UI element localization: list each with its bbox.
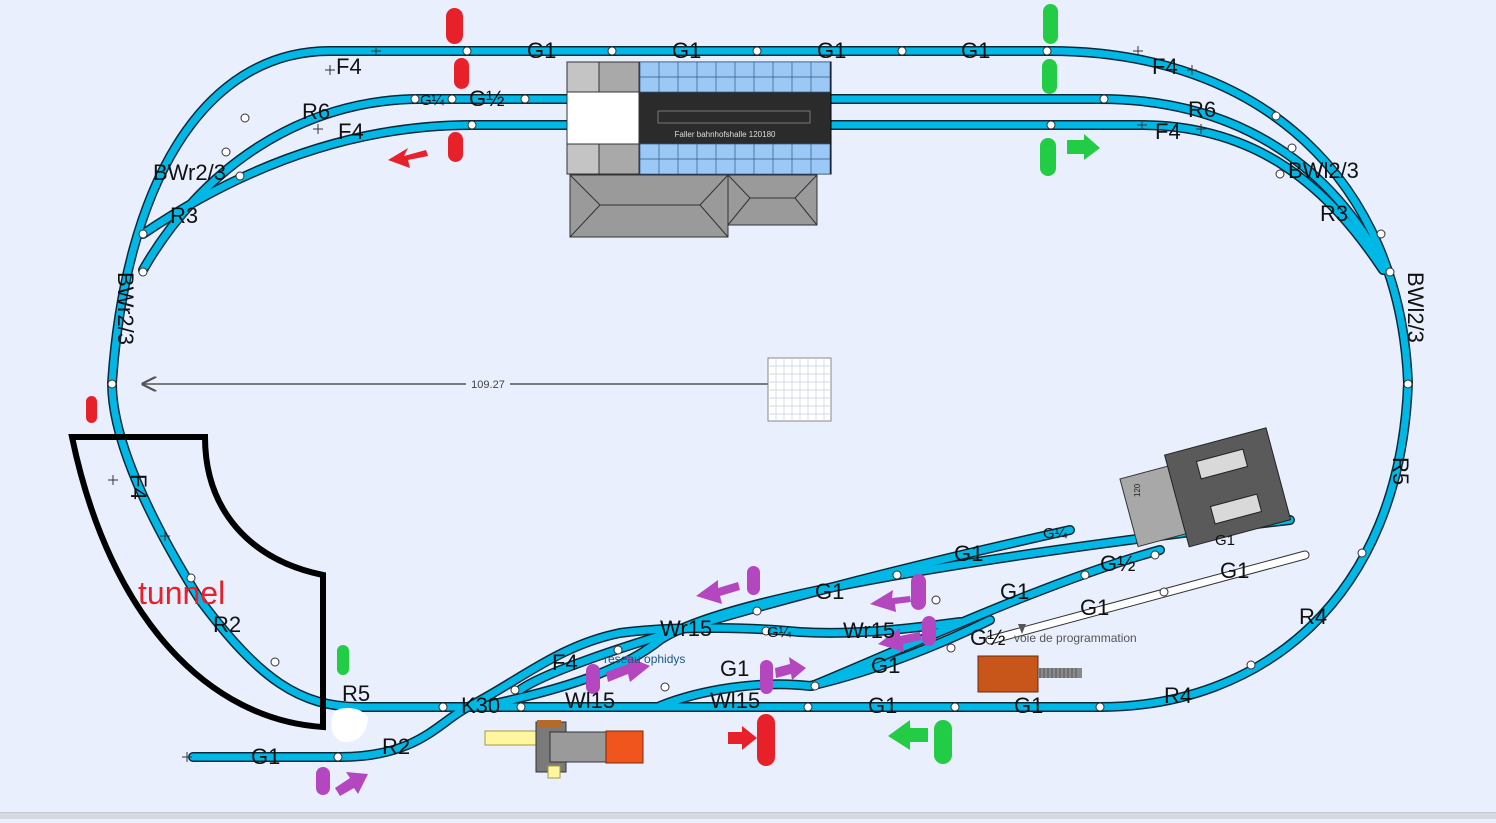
tunnel-outline: [68, 434, 326, 731]
signal-red: [86, 396, 97, 423]
track-label: G¼: [420, 92, 445, 109]
signal-green: [1042, 59, 1057, 94]
track-label: G1: [1220, 558, 1249, 583]
track-label: R3: [170, 203, 198, 228]
cross-markers: [108, 46, 1206, 762]
track-label: R3: [1320, 201, 1348, 226]
arrow-right-icon: [606, 656, 650, 682]
station-name: Faller bahnhofshalle 120180: [675, 130, 777, 139]
arrow-left-icon: [878, 628, 921, 652]
arrow-left-icon: [888, 720, 928, 750]
signal-purple: [760, 660, 773, 694]
track-label: Wr15: [660, 616, 712, 641]
signal-red: [454, 58, 469, 89]
signal-green: [934, 720, 952, 764]
track-label: G½: [1100, 551, 1135, 576]
status-bar: [0, 812, 1496, 819]
track-label: F4: [126, 474, 151, 500]
track-label: G½: [469, 86, 504, 111]
signal-purple: [922, 616, 936, 646]
network-label: réseau ophidys: [604, 652, 685, 666]
track-label: R4: [1164, 683, 1192, 708]
track-labels: G1 G1 G1 G1 F4 F4 R6 R6 G¼ G½ F4 F4 BWr2…: [113, 38, 1428, 769]
arrow-right-icon: [728, 726, 757, 750]
direction-arrows[interactable]: [335, 134, 1100, 796]
track-label: R2: [382, 734, 410, 759]
measure-line: 109.27: [143, 373, 832, 395]
track-label: R6: [302, 99, 330, 124]
track-label: K30: [461, 693, 500, 718]
turnout-motor[interactable]: [484, 720, 644, 779]
signal-red: [448, 132, 463, 162]
track-label: G1: [1215, 532, 1235, 549]
track-label: G1: [868, 693, 897, 718]
arrow-left-icon: [696, 580, 740, 604]
signal-green: [337, 645, 349, 675]
programming-device[interactable]: [977, 655, 1082, 693]
track-label: G1: [961, 38, 990, 63]
tunnel-label: tunnel: [138, 575, 225, 611]
arrow-right-icon: [335, 772, 368, 796]
signal-red: [446, 8, 463, 44]
signal-purple: [911, 574, 926, 610]
track-label: F4: [338, 119, 364, 144]
measure-value: 109.27: [471, 379, 505, 391]
track-label: R2: [213, 612, 241, 637]
track-label: G1: [871, 653, 900, 678]
arrow-right-icon: [1067, 134, 1100, 160]
track-joints: [107, 46, 1413, 762]
track-label: R5: [1388, 457, 1413, 485]
track-label: G½: [970, 625, 1005, 650]
prog-pointer-icon: [1018, 624, 1026, 634]
track-label: Wr15: [843, 618, 895, 643]
tracks: [107, 46, 1413, 762]
track-label: G1: [251, 744, 280, 769]
signal-purple: [747, 566, 760, 595]
arrow-right-icon: [775, 657, 806, 680]
track-label: BWr2/3: [153, 160, 226, 185]
track-label: BWr2/3: [113, 272, 138, 345]
cloud-marker: [331, 708, 368, 742]
track-label: G1: [1000, 579, 1029, 604]
signal-purple: [316, 767, 330, 795]
track-label: BWl2/3: [1403, 272, 1428, 343]
track-label: F4: [1152, 54, 1178, 79]
track-label: R6: [1188, 97, 1216, 122]
track-label: G¼: [767, 624, 792, 641]
track-label: BWl2/3: [1288, 158, 1359, 183]
track-label: G1: [954, 541, 983, 566]
track-label: R5: [342, 681, 370, 706]
signals[interactable]: [86, 4, 1058, 795]
station-building[interactable]: Faller bahnhofshalle 120180: [566, 61, 832, 238]
track-label: F4: [336, 54, 362, 79]
grid-tile[interactable]: [767, 357, 832, 422]
track-label: R4: [1299, 604, 1327, 629]
arrow-left-icon: [388, 148, 428, 168]
signal-green: [1040, 138, 1056, 176]
signal-red: [757, 714, 775, 766]
goods-shed-building[interactable]: 120: [1119, 427, 1292, 548]
building-tag: 120: [1133, 483, 1142, 497]
track-label: G¼: [1043, 525, 1068, 542]
track-label: G1: [817, 38, 846, 63]
arrow-left-icon: [870, 590, 911, 612]
track-label: Wl15: [710, 688, 760, 713]
signal-purple: [586, 664, 600, 694]
signal-green: [1043, 4, 1058, 44]
track-label: Wl15: [565, 688, 615, 713]
track-label: G1: [1080, 595, 1109, 620]
track-label: G1: [720, 656, 749, 681]
track-label: F4: [1155, 119, 1181, 144]
track-label: G1: [1014, 693, 1043, 718]
track-label: G1: [527, 38, 556, 63]
track-label: G1: [672, 38, 701, 63]
track-label: G1: [815, 579, 844, 604]
track-label: F4: [552, 650, 578, 675]
prog-track-label: voie de programmation: [1014, 631, 1137, 645]
